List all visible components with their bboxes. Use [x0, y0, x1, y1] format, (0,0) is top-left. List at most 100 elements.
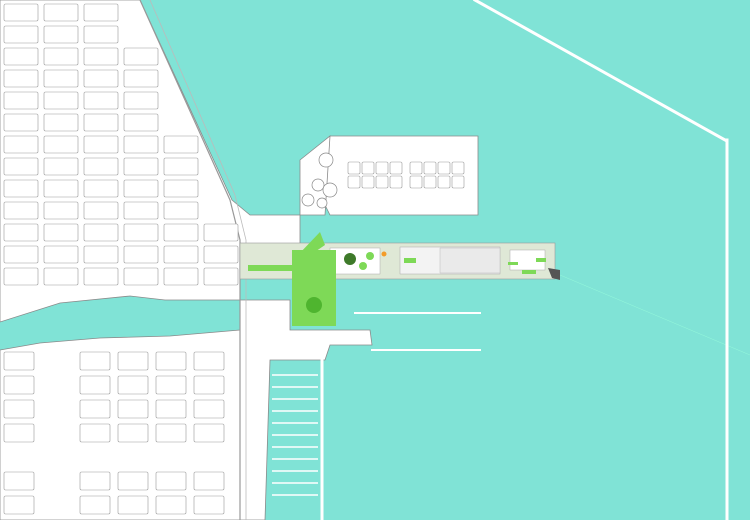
city-block: [203, 245, 239, 264]
city-block: [3, 399, 35, 419]
terminal-building: [389, 161, 403, 175]
city-block: [163, 245, 199, 264]
city-block: [117, 423, 149, 443]
city-block: [79, 495, 111, 515]
city-block: [123, 201, 159, 220]
pier-end-ramp: [548, 268, 560, 280]
city-block: [155, 423, 187, 443]
city-block: [117, 375, 149, 395]
terminal-building: [409, 161, 423, 175]
city-block: [43, 135, 79, 154]
city-block: [3, 25, 39, 44]
terminal-building: [347, 175, 361, 189]
highway-lane: [149, 0, 247, 520]
city-block: [43, 3, 79, 22]
city-block: [43, 113, 79, 132]
terminal-building: [451, 161, 465, 175]
terminal-building: [423, 175, 437, 189]
city-block: [3, 471, 35, 491]
city-block: [3, 495, 35, 515]
terminal-building: [375, 175, 389, 189]
city-block: [3, 351, 35, 371]
city-block: [83, 201, 119, 220]
city-block: [83, 113, 119, 132]
sightline: [559, 274, 750, 356]
city-block: [83, 25, 119, 44]
city-block: [117, 495, 149, 515]
terminal-building: [437, 161, 451, 175]
terminal-buildings: [347, 161, 465, 189]
city-block: [43, 91, 79, 110]
dock-land: [239, 299, 373, 520]
north-terminal: [304, 135, 479, 216]
city-block: [3, 267, 39, 286]
city-block: [155, 351, 187, 371]
city-block: [43, 179, 79, 198]
city-block: [3, 113, 39, 132]
city-block: [155, 375, 187, 395]
city-block: [3, 3, 39, 22]
city-block: [43, 245, 79, 264]
city-block: [43, 25, 79, 44]
city-block: [3, 157, 39, 176]
terminal-building: [437, 175, 451, 189]
terminal-building: [409, 175, 423, 189]
city-block: [123, 245, 159, 264]
city-block: [79, 399, 111, 419]
terminal-building: [451, 175, 465, 189]
city-block: [123, 223, 159, 242]
city-block: [123, 113, 159, 132]
terminal-building: [347, 161, 361, 175]
city-block: [79, 471, 111, 491]
terminal-building: [361, 175, 375, 189]
city-block: [3, 423, 35, 443]
city-block: [163, 157, 199, 176]
city-block: [3, 135, 39, 154]
city-block: [155, 471, 187, 491]
city-block: [117, 471, 149, 491]
city-block: [83, 69, 119, 88]
city-block: [43, 47, 79, 66]
terminal-building: [389, 175, 403, 189]
city-block: [123, 157, 159, 176]
city-block: [83, 267, 119, 286]
terminal-building: [423, 161, 437, 175]
city-block: [123, 267, 159, 286]
city-block: [83, 135, 119, 154]
city-block: [43, 223, 79, 242]
city-block: [79, 375, 111, 395]
city-block: [83, 179, 119, 198]
city-block: [43, 157, 79, 176]
city-blocks: [3, 3, 239, 515]
city-block: [3, 91, 39, 110]
city-block: [193, 423, 225, 443]
city-block: [123, 69, 159, 88]
terminal-building: [375, 161, 389, 175]
city-block: [123, 135, 159, 154]
storage-tanks: [301, 152, 338, 209]
city-block: [43, 201, 79, 220]
city-block: [43, 69, 79, 88]
city-block: [163, 135, 199, 154]
highway: [139, 0, 241, 520]
city-block: [3, 223, 39, 242]
city-block: [117, 351, 149, 371]
city-block: [193, 471, 225, 491]
city-block: [193, 495, 225, 515]
city-block: [83, 91, 119, 110]
city-block: [163, 223, 199, 242]
city-block: [3, 69, 39, 88]
city-block: [123, 179, 159, 198]
city-block: [193, 375, 225, 395]
city-block: [83, 3, 119, 22]
marina-slips: [272, 374, 318, 496]
city-block: [193, 399, 225, 419]
city-block: [203, 267, 239, 286]
city-block: [163, 179, 199, 198]
city-block: [3, 179, 39, 198]
park: [248, 232, 546, 326]
city-block: [117, 399, 149, 419]
city-block: [193, 351, 225, 371]
city-block: [3, 245, 39, 264]
